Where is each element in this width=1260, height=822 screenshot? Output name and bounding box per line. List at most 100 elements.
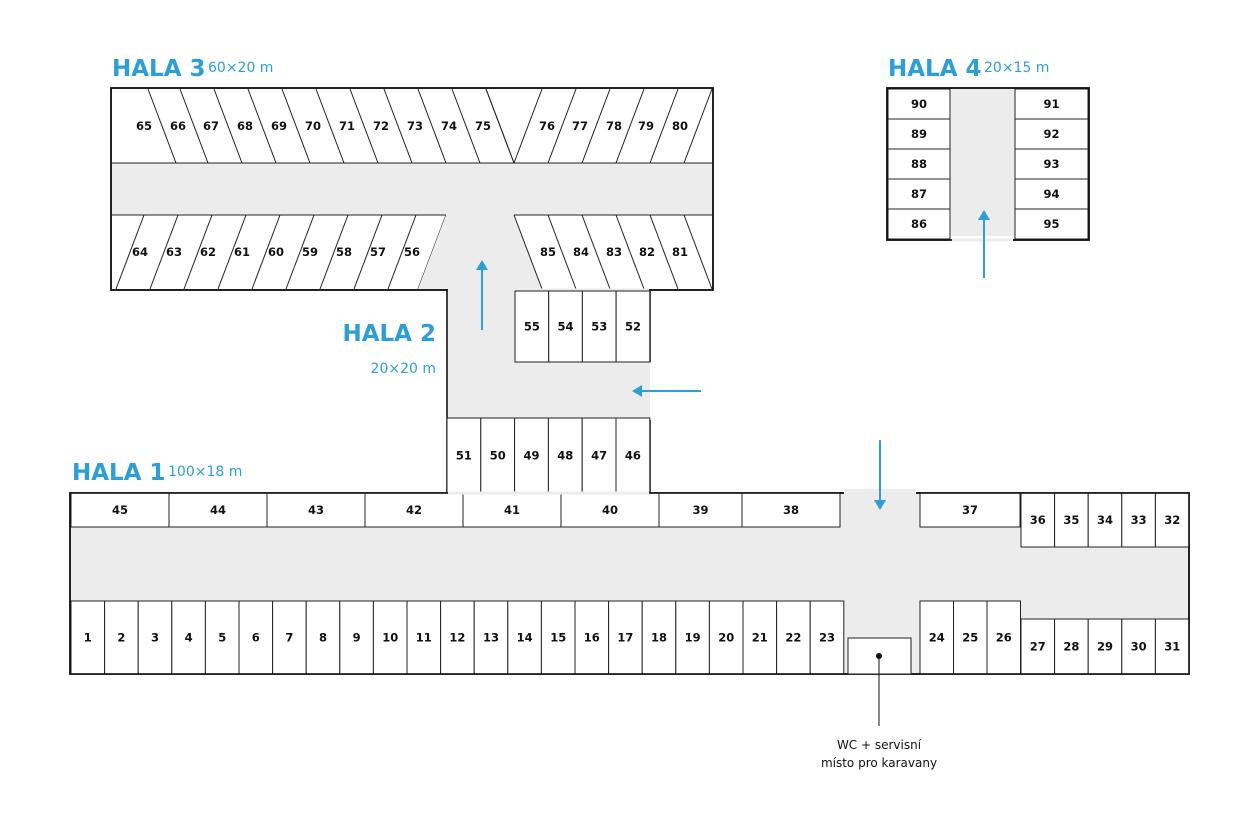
space-label-31: 31 bbox=[1164, 640, 1180, 654]
parking-space-12 bbox=[440, 600, 475, 675]
parking-space-32 bbox=[1154, 492, 1190, 548]
space-label-85: 85 bbox=[540, 245, 556, 259]
hala3-bottom-right-band bbox=[514, 215, 712, 289]
hala3-divider bbox=[179, 88, 209, 164]
space-label-60: 60 bbox=[268, 245, 284, 259]
parking-space-24 bbox=[919, 600, 954, 675]
hala3-divider bbox=[213, 88, 243, 164]
space-label-27: 27 bbox=[1030, 640, 1046, 654]
space-label-53: 53 bbox=[591, 320, 607, 334]
parking-space-20 bbox=[708, 600, 744, 675]
space-label-57: 57 bbox=[370, 245, 386, 259]
space-label-79: 79 bbox=[638, 119, 654, 133]
hala3-divider bbox=[383, 88, 413, 164]
space-label-24: 24 bbox=[929, 631, 945, 645]
space-label-89: 89 bbox=[911, 127, 927, 141]
space-label-32: 32 bbox=[1164, 513, 1180, 527]
parking-space-7 bbox=[272, 600, 307, 675]
space-label-91: 91 bbox=[1043, 97, 1059, 111]
parking-space-29 bbox=[1087, 618, 1123, 675]
space-label-30: 30 bbox=[1131, 640, 1147, 654]
space-label-76: 76 bbox=[539, 119, 555, 133]
hala2-size: 20×20 m bbox=[371, 361, 436, 377]
space-label-84: 84 bbox=[573, 245, 589, 259]
parking-space-17 bbox=[608, 600, 643, 675]
hala3-divider bbox=[649, 88, 679, 164]
parking-space-16 bbox=[574, 600, 610, 675]
space-label-37: 37 bbox=[962, 503, 978, 517]
parking-space-39 bbox=[658, 492, 743, 528]
space-label-19: 19 bbox=[685, 631, 701, 645]
parking-space-33 bbox=[1121, 492, 1156, 548]
parking-space-34 bbox=[1087, 492, 1123, 548]
hala3-divider bbox=[149, 214, 179, 290]
space-label-68: 68 bbox=[237, 119, 253, 133]
space-label-14: 14 bbox=[517, 631, 533, 645]
hala3-divider bbox=[247, 88, 277, 164]
space-label-18: 18 bbox=[651, 631, 667, 645]
dot-marker-icon bbox=[876, 653, 882, 659]
space-label-29: 29 bbox=[1097, 640, 1113, 654]
space-label-44: 44 bbox=[210, 503, 226, 517]
parking-space-3 bbox=[137, 600, 173, 675]
hala3-divider bbox=[615, 214, 645, 290]
space-label-73: 73 bbox=[407, 119, 423, 133]
space-label-36: 36 bbox=[1030, 513, 1046, 527]
hala3-divider bbox=[451, 88, 481, 164]
space-label-66: 66 bbox=[170, 119, 186, 133]
space-label-70: 70 bbox=[305, 119, 321, 133]
hala3-divider bbox=[417, 88, 447, 164]
parking-space-54 bbox=[548, 290, 583, 363]
space-label-23: 23 bbox=[819, 631, 835, 645]
hala3-divider bbox=[615, 88, 645, 164]
space-label-90: 90 bbox=[911, 97, 927, 111]
space-label-41: 41 bbox=[504, 503, 520, 517]
space-label-67: 67 bbox=[203, 119, 219, 133]
wc-note-line2: místo pro karavany bbox=[821, 756, 937, 770]
space-label-33: 33 bbox=[1131, 513, 1147, 527]
parking-space-55 bbox=[514, 290, 550, 363]
space-label-78: 78 bbox=[606, 119, 622, 133]
parking-space-89 bbox=[887, 118, 951, 150]
space-label-82: 82 bbox=[639, 245, 655, 259]
space-label-26: 26 bbox=[996, 631, 1012, 645]
parking-space-11 bbox=[406, 600, 442, 675]
space-label-86: 86 bbox=[911, 217, 927, 231]
parking-space-53 bbox=[581, 290, 617, 363]
hala3-bottom-left-band bbox=[112, 215, 446, 289]
parking-space-86 bbox=[887, 208, 951, 240]
entry-arrow-hala4-icon bbox=[978, 210, 990, 278]
space-label-59: 59 bbox=[302, 245, 318, 259]
parking-space-43 bbox=[266, 492, 366, 528]
hala3-divider bbox=[349, 88, 379, 164]
hala3-divider bbox=[319, 214, 349, 290]
parking-space-14 bbox=[507, 600, 542, 675]
parking-space-87 bbox=[887, 178, 951, 210]
parking-space-13 bbox=[473, 600, 509, 675]
parking-space-5 bbox=[204, 600, 240, 675]
space-label-61: 61 bbox=[234, 245, 250, 259]
space-label-7: 7 bbox=[285, 631, 293, 645]
space-label-9: 9 bbox=[353, 631, 361, 645]
parking-space-44 bbox=[168, 492, 268, 528]
parking-space-50 bbox=[480, 417, 516, 494]
parking-space-36 bbox=[1020, 492, 1056, 548]
hala3-size: 60×20 m bbox=[208, 60, 273, 76]
hala3-divider bbox=[281, 88, 311, 164]
hala3-bottom-left-end bbox=[418, 215, 447, 289]
space-label-34: 34 bbox=[1097, 513, 1113, 527]
hala3-divider bbox=[285, 214, 315, 290]
space-label-48: 48 bbox=[557, 449, 573, 463]
parking-space-2 bbox=[104, 600, 139, 675]
space-label-83: 83 bbox=[606, 245, 622, 259]
parking-space-95 bbox=[1014, 208, 1089, 240]
parking-space-31 bbox=[1154, 618, 1190, 675]
space-label-13: 13 bbox=[483, 631, 499, 645]
space-label-25: 25 bbox=[962, 631, 978, 645]
entry-arrow-hala1-icon bbox=[874, 440, 886, 510]
parking-space-48 bbox=[547, 417, 583, 494]
space-label-87: 87 bbox=[911, 187, 927, 201]
space-label-50: 50 bbox=[490, 449, 506, 463]
hala3-divider bbox=[147, 88, 177, 164]
